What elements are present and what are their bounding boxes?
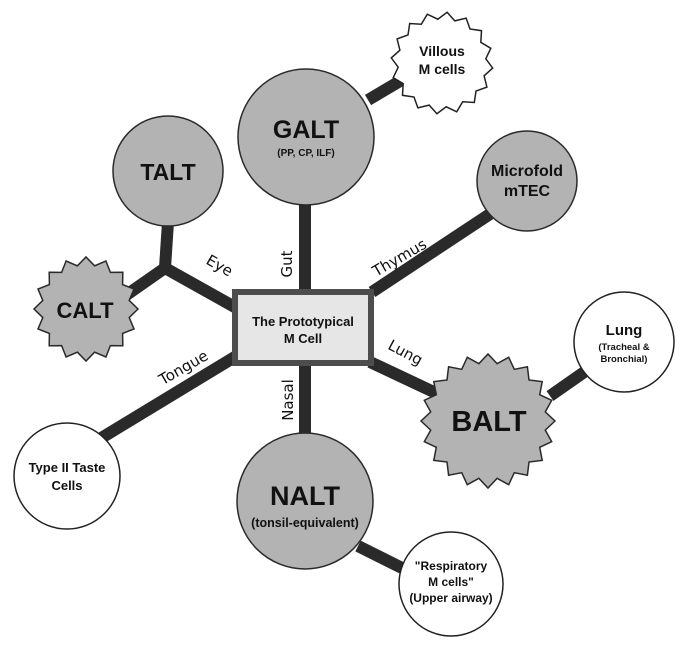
link-tongue: [94, 349, 242, 446]
node-galt: GALT (PP, CP, ILF): [237, 68, 375, 206]
respiratory-line3: (Upper airway): [409, 591, 492, 605]
node-microfold-mtec: Microfold mTEC: [476, 130, 578, 232]
node-respiratory-m-cells: "Respiratory M cells" (Upper airway): [398, 531, 504, 637]
villous-line1: Villous: [419, 43, 465, 59]
calt-title: CALT: [56, 298, 114, 323]
talt-title: TALT: [140, 159, 195, 185]
lung-title: Lung: [606, 322, 643, 339]
link-eye: [162, 262, 243, 316]
link-balt-lungnode: [546, 363, 594, 401]
link-nalt-respiratory: [355, 540, 405, 574]
edge-label-lung: Lung: [385, 336, 426, 369]
center-box: The Prototypical M Cell: [232, 289, 374, 366]
villous-line2: M cells: [419, 61, 466, 77]
node-nalt: NALT (tonsil-equivalent): [236, 432, 374, 570]
edge-label-eye: Eye: [203, 251, 236, 280]
node-lung: Lung (Tracheal & Bronchial): [573, 291, 675, 393]
galt-subtitle: (PP, CP, ILF): [277, 148, 334, 159]
node-balt: BALT: [419, 352, 557, 490]
respiratory-line2: M cells": [428, 575, 474, 589]
node-type-ii-taste-cells: Type II Taste Cells: [13, 422, 121, 530]
respiratory-line1: "Respiratory: [415, 559, 488, 573]
link-eye-talt: [159, 221, 174, 269]
microfold-line2: mTEC: [504, 183, 551, 200]
lung-sub1: (Tracheal &: [598, 342, 649, 353]
node-calt: CALT: [32, 255, 140, 363]
galt-title: GALT: [273, 116, 339, 144]
taste-line2: Cells: [51, 478, 82, 493]
edge-label-nasal: Nasal: [279, 379, 297, 421]
node-villous-m-cells: Villous M cells: [390, 11, 494, 115]
edge-label-gut: Gut: [278, 250, 296, 277]
taste-line1: Type II Taste: [29, 460, 106, 475]
node-talt: TALT: [112, 115, 224, 227]
nalt-subtitle: (tonsil-equivalent): [251, 516, 359, 530]
lung-sub2: Bronchial): [601, 354, 648, 365]
microfold-line1: Microfold: [491, 163, 563, 180]
center-line2: M Cell: [284, 331, 322, 346]
link-thymus: [368, 208, 494, 298]
balt-title: BALT: [451, 406, 526, 438]
link-lung: [367, 356, 441, 400]
nalt-title: NALT: [270, 481, 340, 511]
center-line1: The Prototypical: [252, 314, 354, 329]
